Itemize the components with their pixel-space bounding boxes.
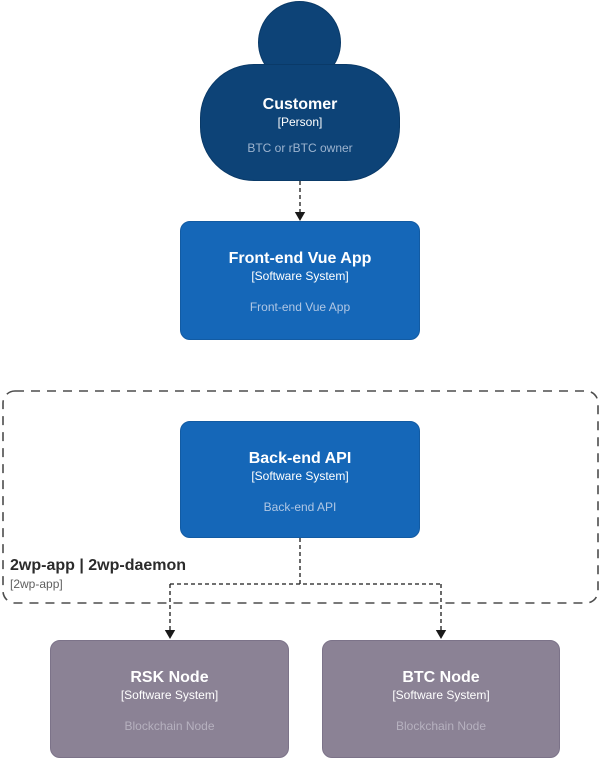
boundary-label: 2wp-app | 2wp-daemon [2wp-app] [10, 556, 186, 592]
btc-node: BTC Node [Software System] Blockchain No… [322, 640, 560, 758]
backend-api-node: Back-end API [Software System] Back-end … [180, 421, 420, 538]
frontend-description: Front-end Vue App [249, 300, 351, 314]
backend-type-label: [Software System] [251, 469, 349, 483]
backend-title: Back-end API [248, 450, 352, 467]
customer-type-label: [Person] [277, 115, 323, 129]
frontend-type-label: [Software System] [251, 269, 349, 283]
arrowhead-btc-node [435, 630, 447, 639]
frontend-vue-app-node: Front-end Vue App [Software System] Fron… [180, 221, 420, 340]
btc-title: BTC Node [402, 669, 480, 686]
rsk-description: Blockchain Node [124, 719, 215, 733]
rsk-node: RSK Node [Software System] Blockchain No… [50, 640, 289, 758]
arrowhead-rsk-node [164, 630, 176, 639]
customer-description: BTC or rBTC owner [247, 141, 353, 155]
connector-backend-split [169, 538, 442, 630]
boundary-2wp-app-rect [2, 390, 599, 604]
backend-description: Back-end API [263, 500, 337, 514]
rsk-type-label: [Software System] [120, 688, 219, 702]
frontend-title: Front-end Vue App [228, 250, 372, 267]
btc-type-label: [Software System] [392, 688, 490, 702]
customer-person-node: Customer [Person] BTC or rBTC owner [200, 64, 400, 181]
customer-title: Customer [262, 96, 338, 113]
btc-description: Blockchain Node [395, 719, 487, 733]
boundary-title: 2wp-app | 2wp-daemon [10, 557, 187, 574]
rsk-title: RSK Node [130, 669, 209, 686]
boundary-subtitle: [2wp-app] [10, 577, 63, 591]
arrowhead-frontend [294, 212, 306, 221]
